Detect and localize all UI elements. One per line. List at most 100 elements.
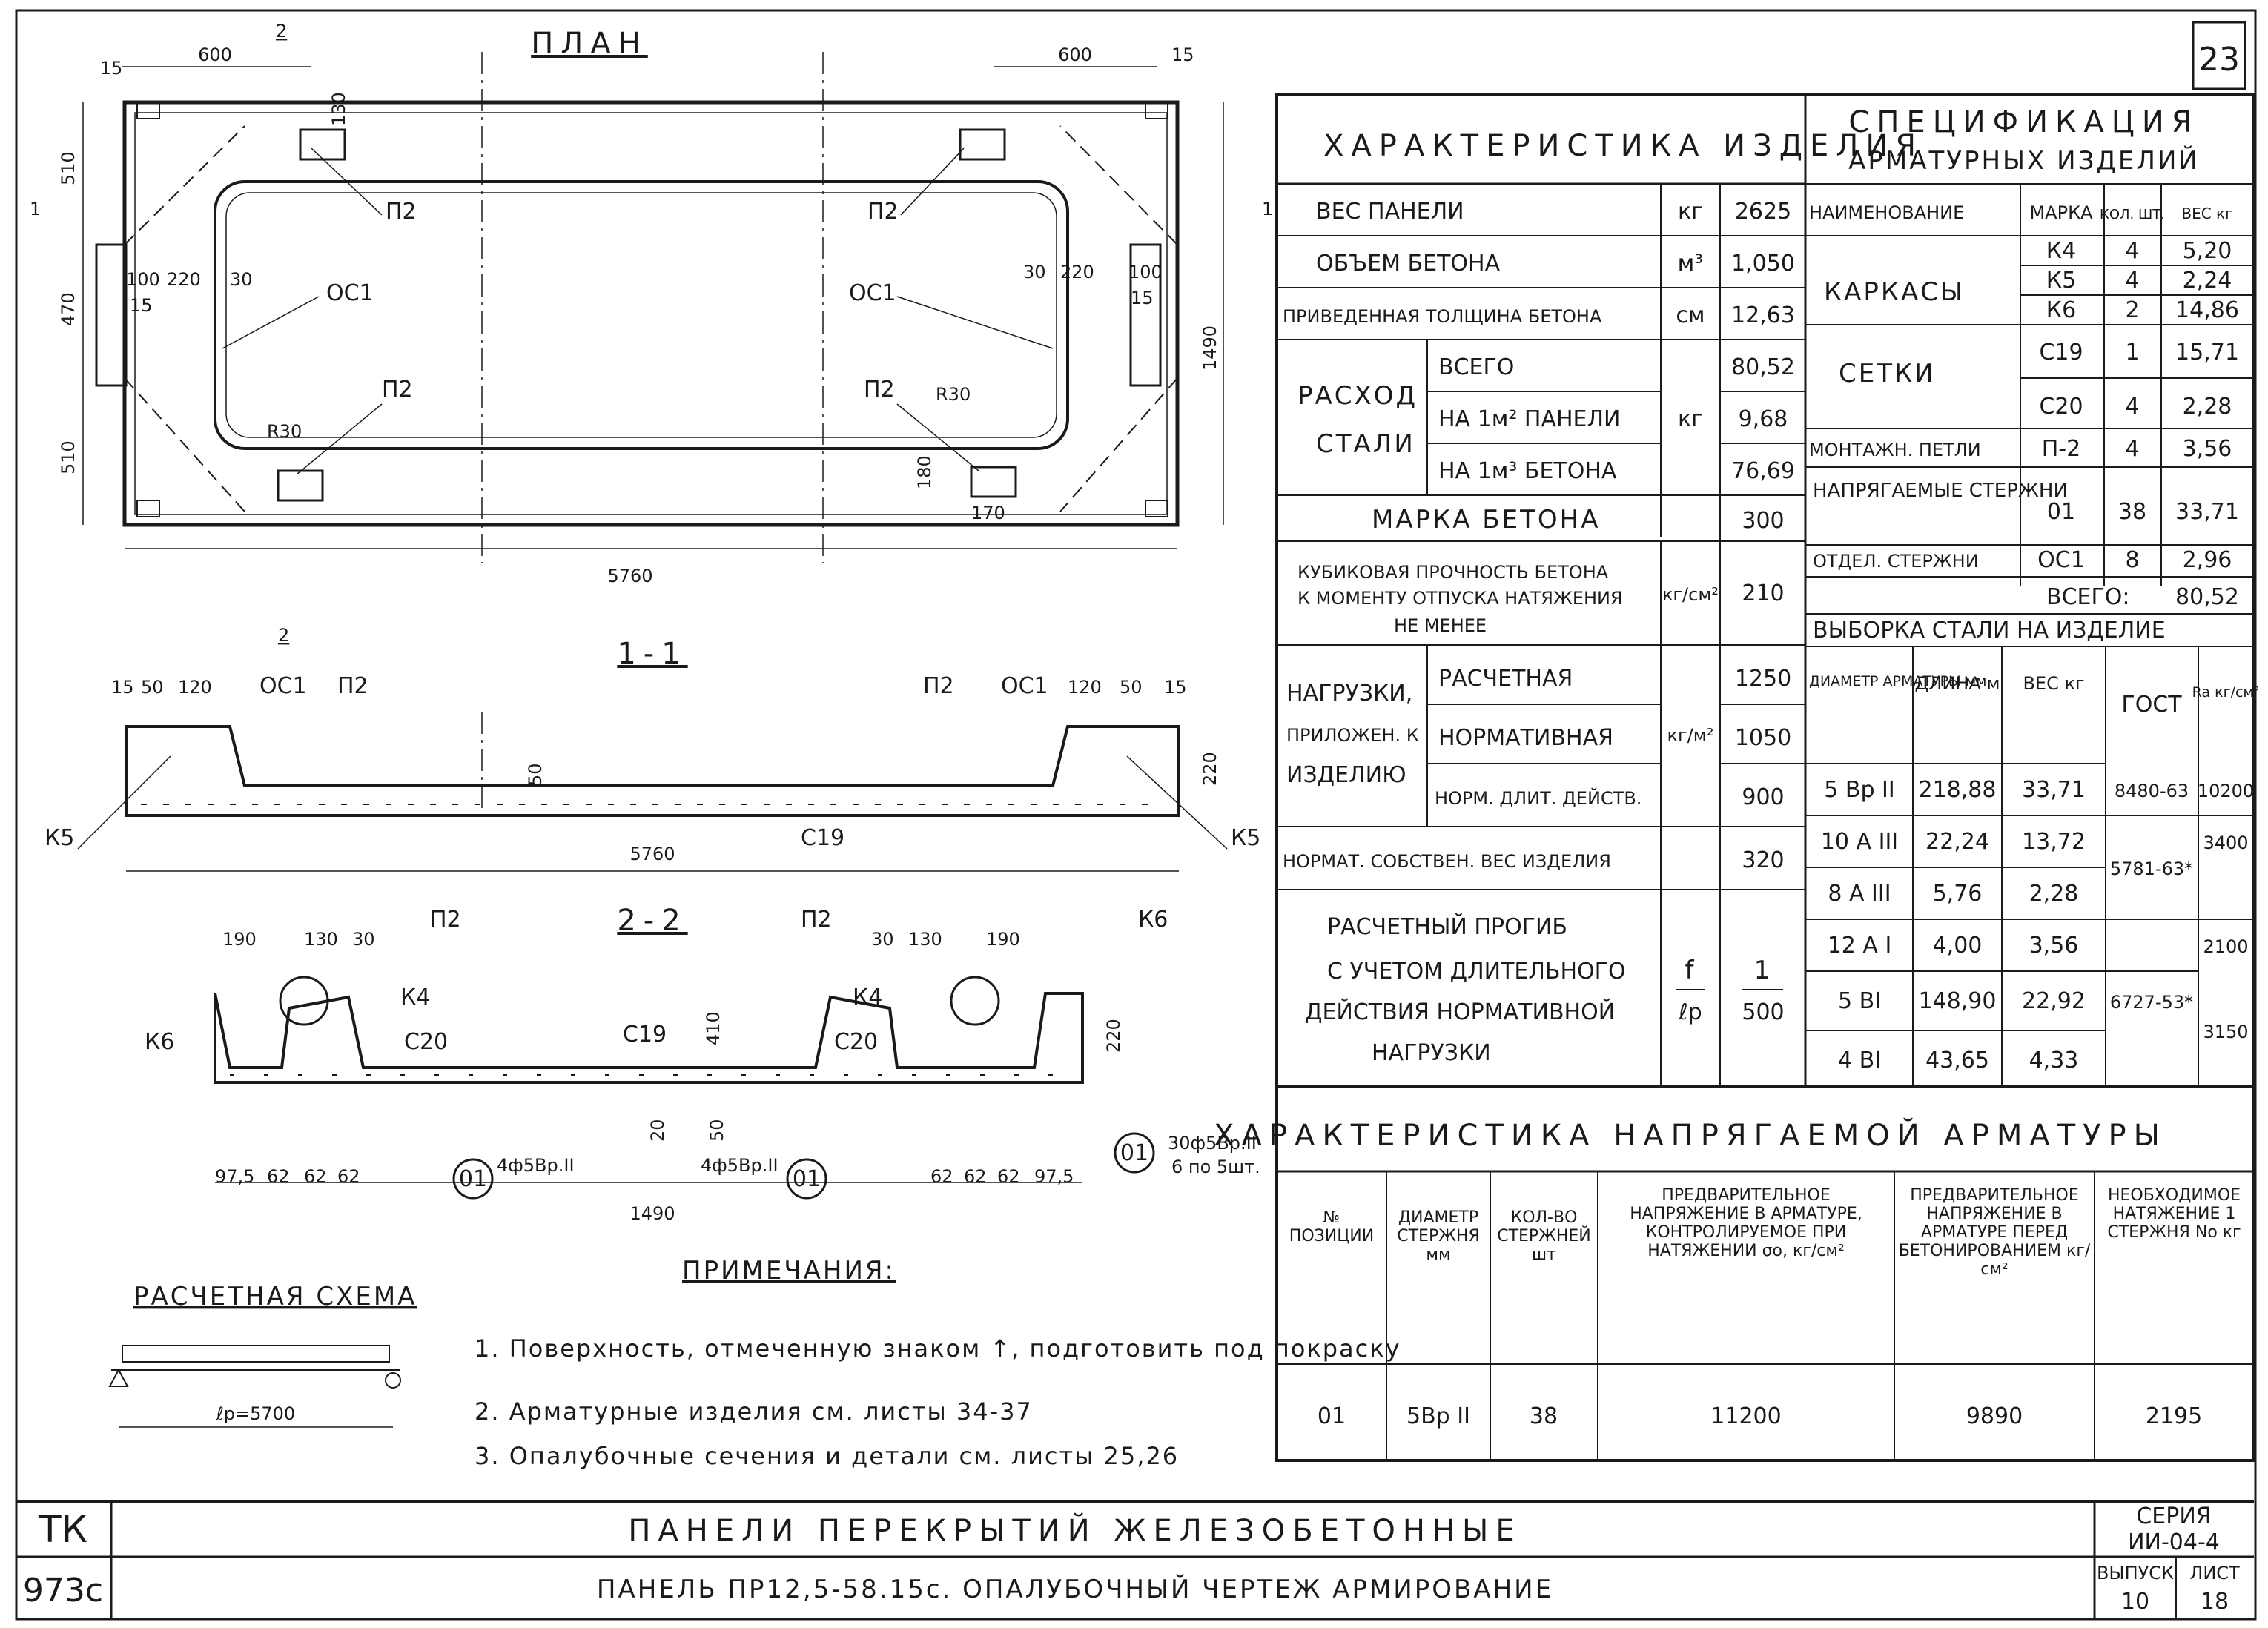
lifting-loop bbox=[959, 128, 1006, 161]
steel-per-m2-value: 9,68 bbox=[1739, 406, 1788, 432]
leader-line bbox=[222, 296, 320, 349]
dim-50: 50 bbox=[707, 1119, 727, 1142]
dim-62: 62 bbox=[304, 1166, 327, 1187]
spec-weight: 3,56 bbox=[2183, 436, 2232, 462]
cube-strength-line2: К МОМЕНТУ ОТПУСКА НАТЯЖЕНИЯ bbox=[1297, 588, 1623, 609]
dim-220: 220 bbox=[1200, 752, 1220, 786]
dim-15: 15 bbox=[1164, 677, 1187, 698]
spec-qty: 4 bbox=[2125, 436, 2139, 462]
spec-weight: 2,28 bbox=[2183, 394, 2232, 420]
spec-group-meshes: СЕТКИ bbox=[1839, 359, 1936, 388]
label-r30: R30 bbox=[936, 384, 971, 405]
label-p2: П2 bbox=[430, 907, 461, 933]
leader-line bbox=[896, 296, 1054, 349]
section-2-2: 2-2 1490 190 130 30 30 130 190 410 220 2… bbox=[145, 904, 1260, 1224]
prestress-title: ХАРАКТЕРИСТИКА НАПРЯГАЕМОЙ АРМАТУРЫ bbox=[1214, 1117, 2167, 1153]
spec-qty: 8 bbox=[2125, 547, 2139, 573]
label-p2: П2 bbox=[801, 907, 832, 933]
thickness-unit: см bbox=[1676, 302, 1705, 328]
spec-weight: 14,86 bbox=[2175, 297, 2239, 323]
plan-view: ПЛАН 600 600 15 15 130 2 bbox=[30, 21, 1273, 646]
characteristics-title: ХАРАКТЕРИСТИКА ИЗДЕЛИЯ bbox=[1323, 129, 1923, 163]
ps-header-pos: № ПОЗИЦИИ bbox=[1289, 1208, 1375, 1245]
deflection-unit-bot: ℓр bbox=[1678, 999, 1702, 1025]
dim-15: 15 bbox=[111, 677, 134, 698]
spec-weight: 15,71 bbox=[2175, 340, 2239, 365]
spec-header-mark: МАРКА bbox=[2029, 202, 2093, 223]
spec-title: СПЕЦИФИКАЦИЯ bbox=[1848, 105, 2199, 139]
deflection-line4: НАГРУЗКИ bbox=[1372, 1040, 1491, 1066]
stamp-issue-label: ВЫПУСК bbox=[2097, 1563, 2174, 1584]
dim-120: 120 bbox=[178, 677, 212, 698]
steel-unit: кг bbox=[1678, 406, 1703, 432]
plan-diagonal bbox=[124, 125, 245, 245]
spec-header-name: НАИМЕНОВАНИЕ bbox=[1809, 202, 1964, 223]
self-weight-label: НОРМАТ. СОБСТВЕН. ВЕС ИЗДЕЛИЯ bbox=[1283, 851, 1611, 872]
section-mark-1: 1 bbox=[1262, 199, 1273, 219]
dim-15: 15 bbox=[100, 58, 123, 79]
sel-diam: 4 ВI bbox=[1838, 1048, 1881, 1073]
label-oc1: ОС1 bbox=[326, 280, 374, 306]
label-p2: П2 bbox=[337, 673, 368, 699]
dim-600-left: 600 bbox=[198, 44, 232, 65]
ps-header-ctrl: ПРЕДВАРИТЕЛЬНОЕ НАПРЯЖЕНИЕ В АРМАТУРЕ, К… bbox=[1630, 1186, 1862, 1260]
sel-header-ra: Ra кг/см² bbox=[2192, 684, 2260, 701]
label-k5: К5 bbox=[1231, 825, 1260, 851]
spec-qty: 4 bbox=[2125, 394, 2139, 420]
label-k4: К4 bbox=[853, 985, 882, 1010]
dim-30: 30 bbox=[352, 929, 375, 950]
position-01: 01 bbox=[1120, 1140, 1148, 1166]
spec-group-tension: НАПРЯГАЕМЫЕ СТЕРЖНИ bbox=[1813, 480, 2068, 502]
lifting-loop bbox=[299, 128, 346, 161]
dim-220: 220 bbox=[1060, 262, 1094, 282]
concrete-grade-value: 300 bbox=[1742, 508, 1784, 534]
ps-header-need: НЕОБХОДИМОЕ НАТЯЖЕНИЕ 1 СТЕРЖНЯ No кг bbox=[2107, 1186, 2241, 1242]
loads-unit: кг/м² bbox=[1667, 725, 1714, 746]
support-roller bbox=[385, 1372, 401, 1389]
characteristics-table: ХАРАКТЕРИСТИКА ИЗДЕЛИЯ ВЕС ПАНЕЛИ кг 262… bbox=[1275, 93, 2255, 1088]
cube-strength-line1: КУБИКОВАЯ ПРОЧНОСТЬ БЕТОНА bbox=[1297, 562, 1609, 583]
prestress-table: ХАРАКТЕРИСТИКА НАПРЯГАЕМОЙ АРМАТУРЫ № ПО… bbox=[1214, 1085, 2255, 1462]
dim-130: 130 bbox=[328, 92, 349, 126]
dim-62: 62 bbox=[997, 1166, 1020, 1187]
stamp-title-2: ПАНЕЛЬ ПР12,5-58.15с. ОПАЛУБОЧНЫЙ ЧЕРТЕЖ… bbox=[597, 1574, 1553, 1604]
weight-unit: кг bbox=[1678, 199, 1703, 225]
corner-mark bbox=[136, 102, 160, 119]
ps-pos: 01 bbox=[1318, 1403, 1346, 1429]
dim-97-5: 97,5 bbox=[1034, 1166, 1074, 1187]
bars-callout: 30ф5Вр.II bbox=[1168, 1133, 1257, 1154]
dim-50: 50 bbox=[525, 763, 546, 786]
ps-header-before: ПРЕДВАРИТЕЛЬНОЕ НАПРЯЖЕНИЕ В АРМАТУРЕ ПЕ… bbox=[1898, 1186, 2091, 1279]
section-2-2-title: 2-2 bbox=[617, 904, 687, 938]
sel-weight: 3,56 bbox=[2029, 933, 2079, 959]
cube-strength-unit: кг/см² bbox=[1662, 584, 1719, 605]
ps-header-qty: КОЛ-ВО СТЕРЖНЕЙ шт bbox=[1497, 1208, 1591, 1264]
sel-weight: 2,28 bbox=[2029, 881, 2079, 907]
sel-len: 4,00 bbox=[1933, 933, 1983, 959]
steel-label: СТАЛИ bbox=[1316, 429, 1415, 459]
section-mark-1: 1 bbox=[30, 199, 41, 219]
dim-5760: 5760 bbox=[629, 844, 675, 864]
spec-mark: К6 bbox=[2046, 297, 2076, 323]
leader-line bbox=[1126, 755, 1228, 850]
label-k6: К6 bbox=[145, 1029, 174, 1055]
deflection-line2: С УЧЕТОМ ДЛИТЕЛЬНОГО bbox=[1327, 959, 1626, 985]
note-2: 2. Арматурные изделия см. листы 34-37 bbox=[475, 1397, 1033, 1426]
spec-group-loops: МОНТАЖН. ПЕТЛИ bbox=[1809, 440, 1981, 460]
scheme-title: РАСЧЕТНАЯ СХЕМА bbox=[133, 1282, 417, 1311]
lifting-loop-circle bbox=[279, 976, 329, 1026]
dim-97-5: 97,5 bbox=[215, 1166, 254, 1187]
sel-ra: 3400 bbox=[2203, 833, 2248, 853]
volume-value: 1,050 bbox=[1731, 251, 1795, 277]
steel-total-label: ВСЕГО bbox=[1438, 354, 1514, 380]
notes: ПРИМЕЧАНИЯ: 1. Поверхность, отмеченную з… bbox=[475, 1256, 1400, 1470]
plan-inner-edge bbox=[134, 112, 1168, 515]
load-normative-label: НОРМАТИВНАЯ bbox=[1438, 725, 1613, 751]
label-oc1: ОС1 bbox=[1001, 673, 1048, 699]
deflection-line3: ДЕЙСТВИЯ НОРМАТИВНОЙ bbox=[1305, 999, 1615, 1025]
stamp-sheet-label: ЛИСТ bbox=[2189, 1563, 2240, 1584]
spec-weight: 33,71 bbox=[2175, 499, 2239, 525]
sel-weight: 4,33 bbox=[2029, 1048, 2079, 1073]
section-mark-2: 2 bbox=[278, 625, 289, 646]
sel-header-diam: ДИАМЕТР АРМАТУРЫ мм bbox=[1809, 673, 1987, 689]
